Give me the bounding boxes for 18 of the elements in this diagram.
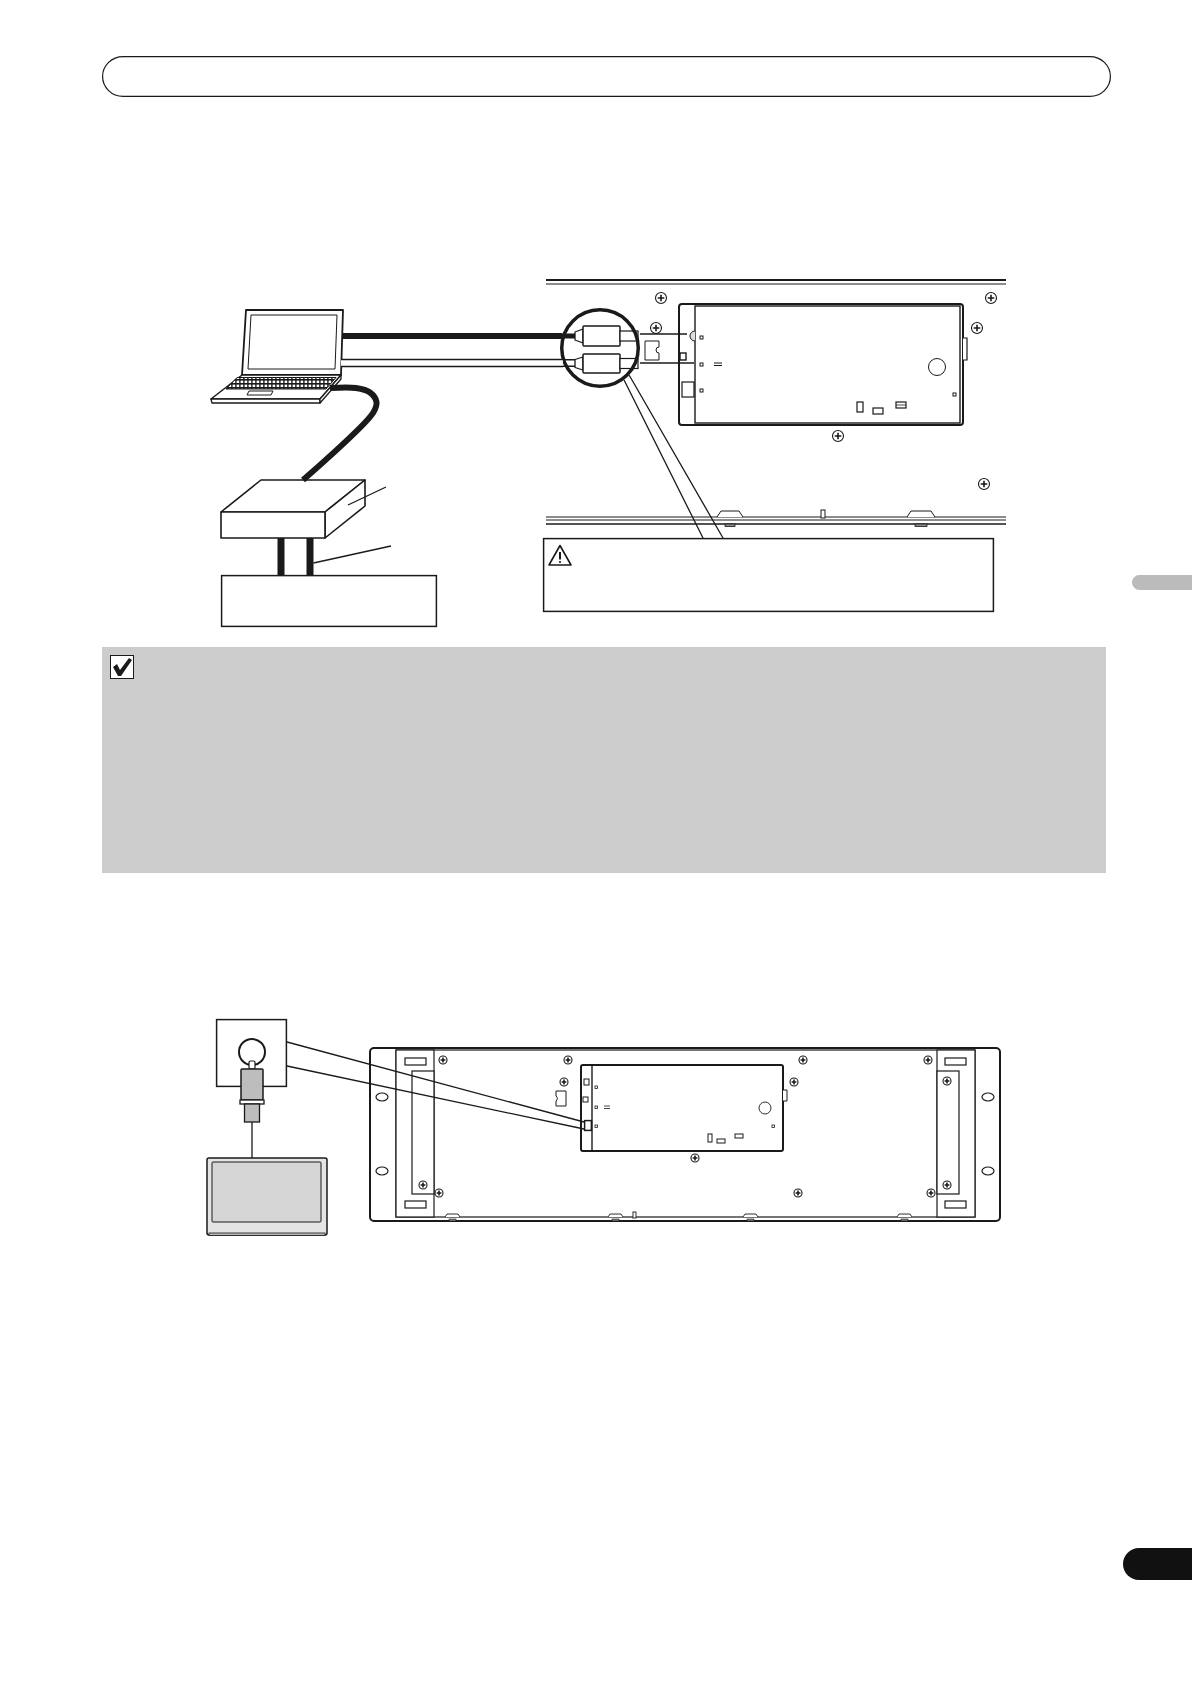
cable — [342, 333, 562, 339]
cable — [301, 384, 380, 483]
magnifier-circle — [560, 308, 640, 388]
cable-bar — [277, 538, 285, 575]
base-box — [220, 574, 438, 628]
title-bar — [102, 56, 1111, 97]
rear-panel-drawing — [369, 1047, 1001, 1222]
cable-bar — [306, 538, 314, 575]
callout-line — [286, 1041, 585, 1130]
connector-port — [583, 1119, 593, 1132]
caution-box — [542, 537, 995, 613]
leader-line — [347, 486, 387, 506]
laptop-drawing — [210, 309, 344, 404]
monitor-drawing — [206, 1157, 328, 1236]
cable — [341, 360, 563, 366]
callout-line — [623, 374, 724, 539]
cable — [251, 1121, 253, 1159]
box-drawing — [220, 479, 366, 539]
